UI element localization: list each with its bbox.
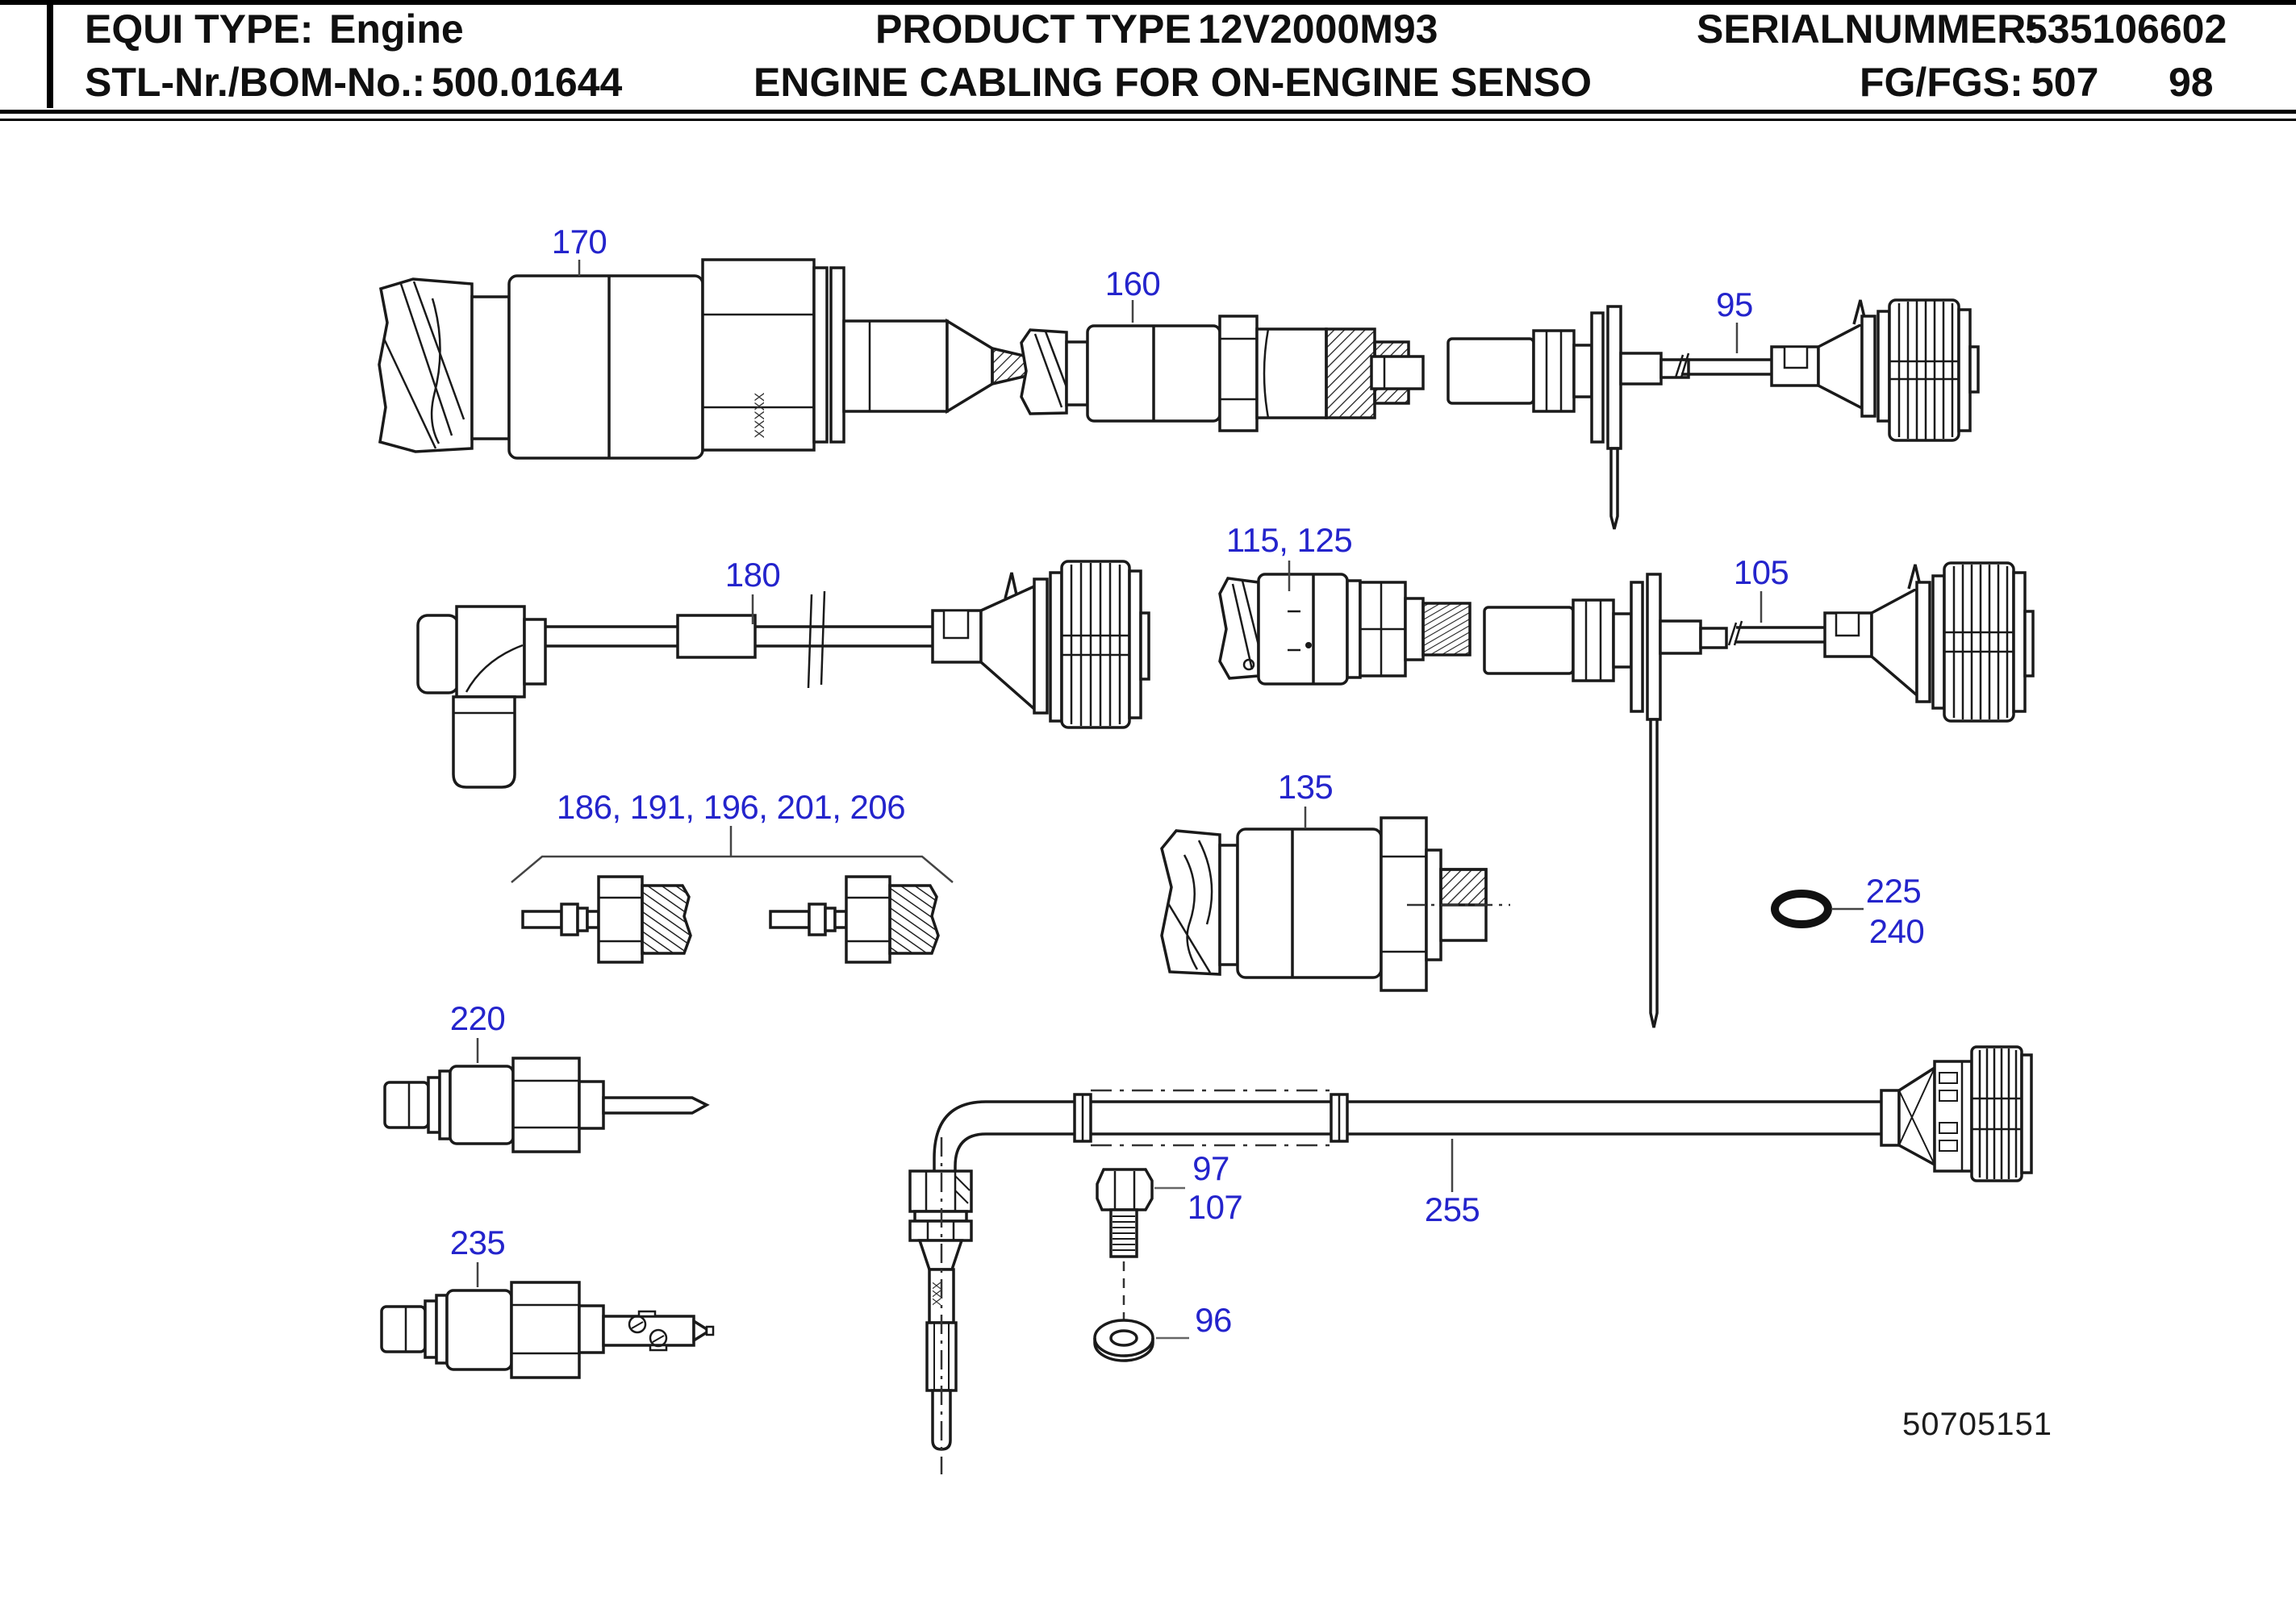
equi-type-value: Engine [329, 6, 464, 52]
probe-marking: XXX [930, 1282, 944, 1306]
group-bracket [511, 855, 954, 883]
callout-135[interactable]: 135 [1277, 768, 1334, 806]
callout-107[interactable]: 107 [1187, 1188, 1243, 1226]
callout-96[interactable]: 96 [1195, 1301, 1232, 1339]
callout-220[interactable]: 220 [449, 999, 506, 1037]
bom-number-label: STL-Nr./BOM-No.: [85, 60, 426, 105]
callout-105[interactable]: 105 [1733, 553, 1789, 591]
callout-160[interactable]: 160 [1104, 265, 1161, 302]
part-160-drawing [1020, 315, 1425, 432]
callout-180[interactable]: 180 [724, 556, 781, 594]
part-170-marking: XXXXX [752, 393, 767, 439]
callout-170[interactable]: 170 [551, 223, 607, 261]
serial-number-value: 535106602 [2025, 6, 2227, 52]
group-sensors-drawing [511, 826, 954, 964]
header-divider-thin [0, 119, 2296, 121]
product-type-value: 12V2000M93 [1198, 6, 1438, 52]
callout-115-125[interactable]: 115, 125 [1225, 521, 1353, 559]
callout-225[interactable]: 225 [1865, 872, 1922, 910]
part-95-drawing [1446, 298, 1980, 530]
page-number: 98 [2169, 60, 2214, 105]
serial-number-label: SERIALNUMMER: [1697, 6, 2039, 52]
part-115-125-drawing [1218, 573, 1472, 686]
bom-number-value: 500.01644 [432, 60, 623, 105]
page-title: ENGINE CABLING FOR ON-ENGINE SENSO [754, 60, 1592, 105]
fg-fgs-value: 507 [2031, 60, 2099, 105]
header-divider-thick [0, 110, 2296, 114]
part-180-drawing [416, 560, 1150, 789]
equi-type-label: EQUI TYPE: [85, 6, 314, 52]
callout-95[interactable]: 95 [1716, 286, 1753, 323]
page-left-border [47, 0, 53, 108]
part-135-drawing [1160, 816, 1510, 992]
part-235-drawing [380, 1281, 715, 1379]
drawing-number: 50705151 [1902, 1407, 2052, 1442]
callout-255[interactable]: 255 [1424, 1190, 1480, 1228]
fg-fgs-label: FG/FGS: [1860, 60, 2023, 105]
part-220-drawing [383, 1057, 710, 1153]
product-type-label: PRODUCT TYPE [875, 6, 1192, 52]
o-ring-drawing [1771, 890, 1864, 928]
part-105-drawing [1483, 561, 2035, 1028]
bolt-washer-drawing [1093, 1168, 1189, 1362]
part-170-drawing: XXXXX [378, 258, 1050, 460]
callout-97[interactable]: 97 [1192, 1149, 1229, 1187]
part-255-drawing: XXX [908, 1045, 2033, 1474]
callout-240[interactable]: 240 [1868, 912, 1925, 950]
page-top-border [0, 0, 2296, 5]
callout-group-sensors[interactable]: 186, 191, 196, 201, 206 [556, 788, 906, 826]
callout-235[interactable]: 235 [449, 1224, 506, 1261]
